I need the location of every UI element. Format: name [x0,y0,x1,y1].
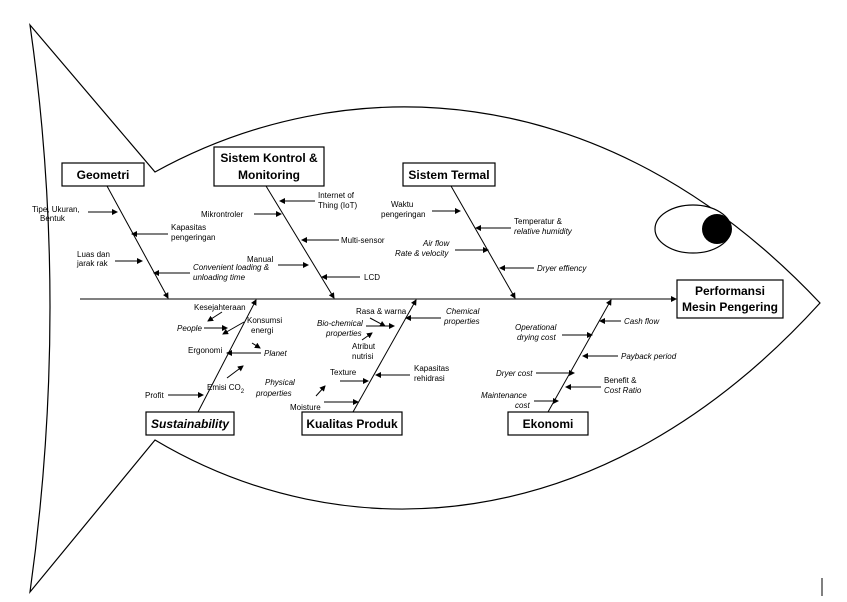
bone-geometri [106,185,169,299]
cause-kapasitas-rehidrasi-1: Kapasitas [414,364,449,373]
effect-label-2: Mesin Pengering [682,300,778,314]
cause-physical-1: Physical [265,378,295,387]
arrow-atribut [361,332,373,341]
fish-outline [29,23,821,595]
category-box-sistem-kontrol [213,146,325,187]
cause-airflow-1: Air flow [422,239,450,248]
category-ekonomi: Ekonomi [523,417,574,431]
cause-cashflow: Cash flow [624,317,660,326]
cause-iot-2: Thing (IoT) [318,201,357,210]
cause-waktu-1: Waktu [391,200,413,209]
cause-loading-1: Convenient loading & [193,263,269,272]
category-sistem-termal: Sistem Termal [408,168,489,182]
cause-payback: Payback period [621,352,677,361]
category-sistem-kontrol-1: Sistem Kontrol & [220,151,318,165]
cause-konsumsi-2: energi [251,326,273,335]
bone-sustainability [197,299,257,413]
cause-profit: Profit [145,391,164,400]
cause-loading-2: unloading time [193,273,246,282]
arrow-to-people [207,311,223,322]
cause-temperatur-1: Temperatur & [514,217,563,226]
cause-opcost-2: drying cost [517,333,556,342]
cause-people: People [177,324,202,333]
arrow-physical [315,385,326,397]
cause-texture: Texture [330,368,357,377]
arrow-to-planet [251,342,261,349]
cause-atribut-2: nutrisi [352,352,374,361]
cause-chemical-1: Chemical [446,307,480,316]
cause-benefit-1: Benefit & [604,376,637,385]
cause-benefit-2: Cost Ratio [604,386,642,395]
cause-luas-2: jarak rak [76,259,109,268]
cause-iot-1: Internet of [318,191,355,200]
emisi-text: Emisi CO [207,383,241,392]
cause-luas-1: Luas dan [77,250,110,259]
cause-kesejahteraan: Kesejahteraan [194,303,246,312]
category-sistem-kontrol-2: Monitoring [238,168,300,182]
category-kualitas-produk: Kualitas Produk [306,417,398,431]
category-box-sustainability [145,411,235,436]
cause-kapasitas-rehidrasi-2: rehidrasi [414,374,445,383]
cause-biochemical-2: properties [325,329,362,338]
category-box-geometri [61,162,145,187]
cause-manual: Manual [247,255,273,264]
cause-maintenance-2: cost [515,401,530,410]
cause-temperatur-2: relative humidity [514,227,573,236]
arrow-emisi [226,365,244,379]
arrow-konsumsi [222,321,245,335]
fish-pupil-icon [702,214,732,244]
cause-physical-2: properties [255,389,292,398]
cause-planet: Planet [264,349,287,358]
category-box-sistem-termal [402,162,496,187]
cause-konsumsi-1: Konsumsi [247,316,282,325]
effect-label-1: Performansi [695,284,765,298]
emisi-subscript: 2 [241,389,245,395]
bone-sistem-termal [450,185,516,299]
cause-mikrokontroler: Mikrontroler [201,210,244,219]
cause-rasa-warna: Rasa & warna [356,307,407,316]
cause-waktu-2: pengeringan [381,210,425,219]
category-geometri: Geometri [77,168,130,182]
cause-multisensor: Multi-sensor [341,236,385,245]
cause-biochemical-1: Bio-chemical [317,319,363,328]
cause-moisture: Moisture [290,403,321,412]
cause-dryer-efficiency: Dryer effiency [537,264,587,273]
cause-chemical-2: properties [443,317,480,326]
cause-kapasitas-2: pengeringan [171,233,215,242]
cause-kapasitas-1: Kapasitas [171,223,206,232]
cause-tipe-2: Bentuk [40,214,66,223]
cause-maintenance-1: Maintenance [481,391,527,400]
cause-ergonomi: Ergonomi [188,346,222,355]
cause-atribut-1: Atribut [352,342,376,351]
cause-opcost-1: Operational [515,323,557,332]
category-box-ekonomi [507,411,589,436]
effect-box [676,279,784,319]
cause-emisi: Emisi CO2 [207,383,245,395]
arrow-rasa-warna [369,317,386,327]
category-box-kualitas-produk [301,411,403,436]
category-sustainability: Sustainability [151,417,230,431]
cause-dryer-cost: Dryer cost [496,369,533,378]
cause-tipe-1: Tipe, Ukuran, [32,205,80,214]
cause-airflow-2: Rate & velocity [395,249,449,258]
cause-lcd: LCD [364,273,380,282]
